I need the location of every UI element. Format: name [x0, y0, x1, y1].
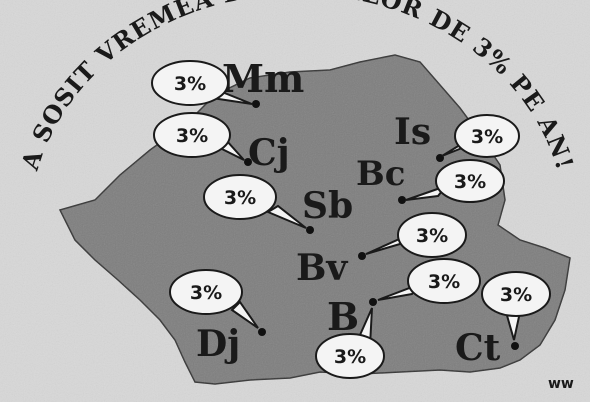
bubble-cj: 3% [153, 112, 245, 161]
county-code-mm: Mm [222, 56, 304, 101]
bubble-bc: 3% [405, 159, 505, 203]
bubble-dj: 3% [169, 269, 259, 329]
city-dot-b [369, 298, 377, 306]
bubble-mm-rate: 3% [174, 73, 206, 95]
bubble-bc-rate: 3% [454, 171, 486, 193]
bubble-sb: 3% [203, 174, 307, 229]
city-dot-cj [244, 158, 252, 166]
city-dot-mm [252, 100, 260, 108]
city-dot-bc [398, 196, 406, 204]
county-code-bc: Bc [356, 154, 405, 194]
county-code-dj: Dj [196, 323, 240, 365]
bubble-bv: 3% [365, 212, 467, 258]
bubble-b-lower: 3% [315, 307, 385, 379]
bubble-ct-rate: 3% [500, 284, 532, 306]
county-code-b: B [327, 294, 359, 339]
city-dot-ct [511, 342, 519, 350]
bubble-mm: 3% [151, 60, 253, 106]
city-dot-bv [358, 252, 366, 260]
bubble-cj-rate: 3% [176, 125, 208, 147]
bubble-ct: 3% [481, 271, 551, 341]
county-code-sb: Sb [302, 185, 353, 227]
county-code-bv: Bv [296, 247, 348, 289]
city-dot-dj [258, 328, 266, 336]
bubble-bv-rate: 3% [416, 225, 448, 247]
bubble-is-rate: 3% [471, 126, 503, 148]
footer-url-fragment: ww [548, 376, 574, 392]
bubble-sb-rate: 3% [224, 187, 256, 209]
bubble-dj-rate: 3% [190, 282, 222, 304]
county-code-cj: Cj [248, 132, 290, 174]
county-code-ct: Ct [455, 327, 501, 369]
city-dot-sb [306, 226, 314, 234]
bubble-b-lower-rate: 3% [334, 346, 366, 368]
bubble-b-rate: 3% [428, 271, 460, 293]
bubble-is: 3% [441, 114, 520, 158]
county-code-is: Is [394, 111, 431, 153]
bubble-b-upper: 3% [377, 258, 481, 304]
